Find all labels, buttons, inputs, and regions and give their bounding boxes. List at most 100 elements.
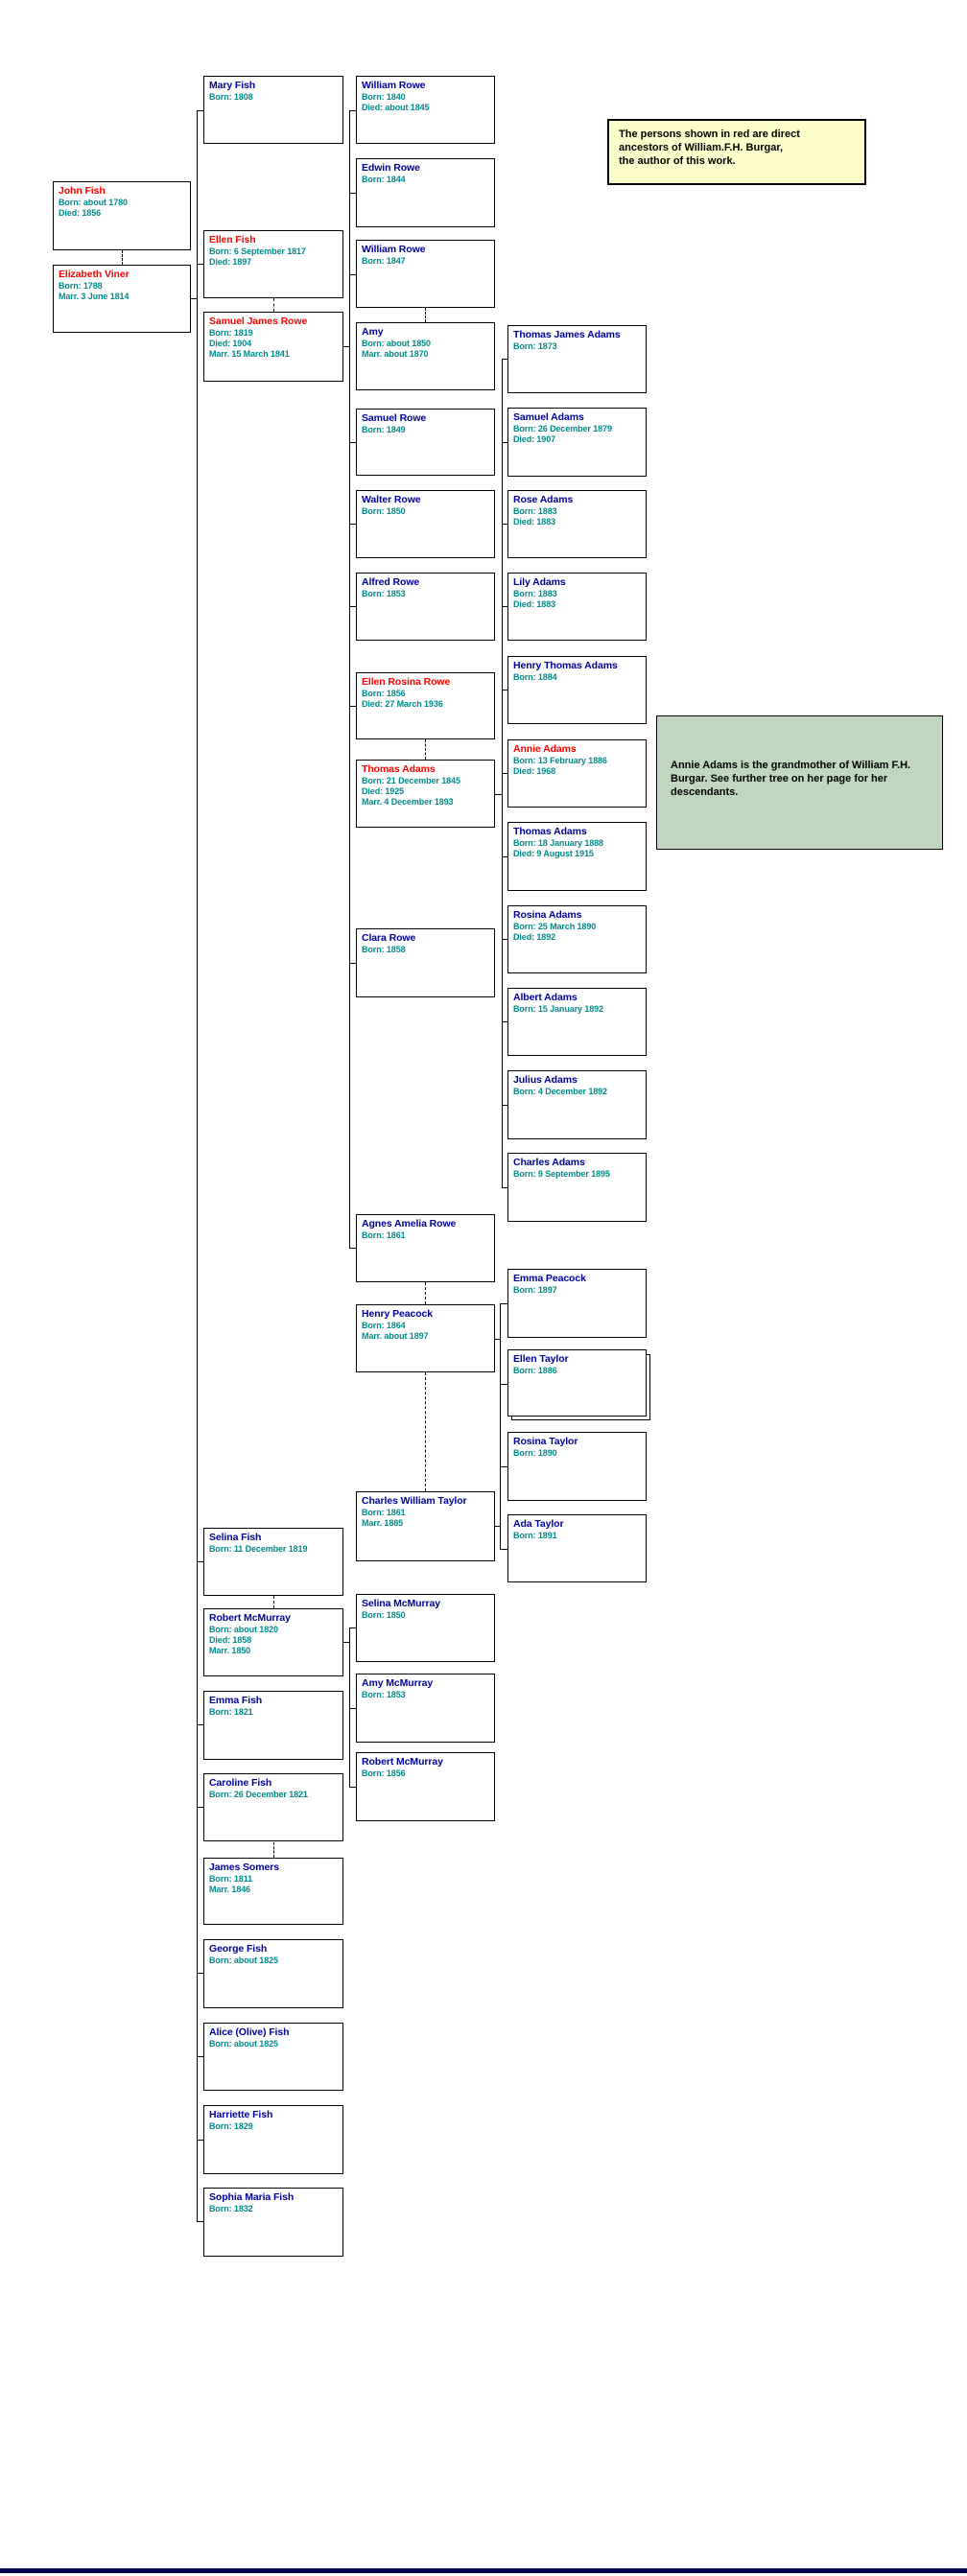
- person-detail-line: Born: 25 March 1890: [513, 922, 597, 931]
- person-name: Charles Adams: [513, 1157, 585, 1168]
- connector-line: [500, 1549, 507, 1550]
- person-detail-line: Born: about 1780: [59, 198, 128, 207]
- person-detail-line: Born: 11 December 1819: [209, 1544, 308, 1554]
- person-name: James Somers: [209, 1862, 279, 1873]
- connector-line: [495, 1339, 500, 1340]
- person-name: Amy McMurray: [362, 1677, 434, 1689]
- person-detail-line: Born: 1849: [362, 425, 406, 434]
- person-detail-line: Born: 1850: [362, 1610, 406, 1620]
- person-detail-line: Born: 1886: [513, 1366, 557, 1375]
- person-name: Charles William Taylor: [362, 1495, 467, 1507]
- person-detail-line: Died: about 1845: [362, 103, 430, 112]
- person-detail-line: Born: 1853: [362, 1690, 406, 1699]
- connector-line: [349, 606, 356, 607]
- person-name: Agnes Amelia Rowe: [362, 1218, 457, 1229]
- connector-line: [500, 1384, 507, 1385]
- person-name: Robert McMurray: [209, 1612, 291, 1624]
- person-detail-line: Died: 1907: [513, 434, 556, 444]
- person-detail-line: Born: 1884: [513, 672, 557, 682]
- connector-line: [349, 1248, 356, 1249]
- person-name: Emma Peacock: [513, 1273, 586, 1284]
- person-name: Samuel Rowe: [362, 412, 427, 424]
- person-detail-line: Died: 1856: [59, 208, 102, 218]
- connector-line: [197, 1561, 203, 1562]
- person-detail-line: Born: about 1825: [209, 1955, 278, 1965]
- person-name: George Fish: [209, 1943, 268, 1955]
- person-name: Ellen Fish: [209, 234, 256, 246]
- person-detail-line: Born: 9 September 1895: [513, 1169, 610, 1179]
- person-detail-line: Born: 1788: [59, 281, 103, 291]
- person-name: Sophia Maria Fish: [209, 2191, 295, 2203]
- connector-line: [197, 110, 198, 2222]
- connector-line: [500, 1303, 501, 1550]
- person-detail-line: Born: about 1825: [209, 2039, 278, 2049]
- person-name: Samuel Adams: [513, 411, 584, 423]
- person-name: Walter Rowe: [362, 494, 421, 505]
- person-name: Henry Thomas Adams: [513, 660, 618, 671]
- person-detail-line: Died: 1968: [513, 766, 556, 776]
- connector-line: [502, 773, 507, 774]
- connector-line: [349, 442, 356, 443]
- person-detail-line: Marr. 3 June 1814: [59, 292, 130, 301]
- person-detail-line: Died: 1883: [513, 599, 556, 609]
- person-detail-line: Died: 1904: [209, 339, 252, 348]
- person-name: Robert McMurray: [362, 1756, 443, 1768]
- person-detail-line: Died: 1925: [362, 786, 405, 796]
- person-name: Selina Fish: [209, 1532, 262, 1543]
- person-name: Clara Rowe: [362, 932, 416, 944]
- connector-line: [343, 346, 349, 347]
- connector-line: [349, 706, 356, 707]
- person-detail-line: Born: 1844: [362, 175, 406, 184]
- person-detail-line: Born: 1883: [513, 589, 557, 598]
- person-name: Alfred Rowe: [362, 576, 420, 588]
- red-legend-note: The persons shown in red are direct ance…: [607, 119, 866, 185]
- annie-adams-note: Annie Adams is the grandmother of Willia…: [656, 715, 943, 850]
